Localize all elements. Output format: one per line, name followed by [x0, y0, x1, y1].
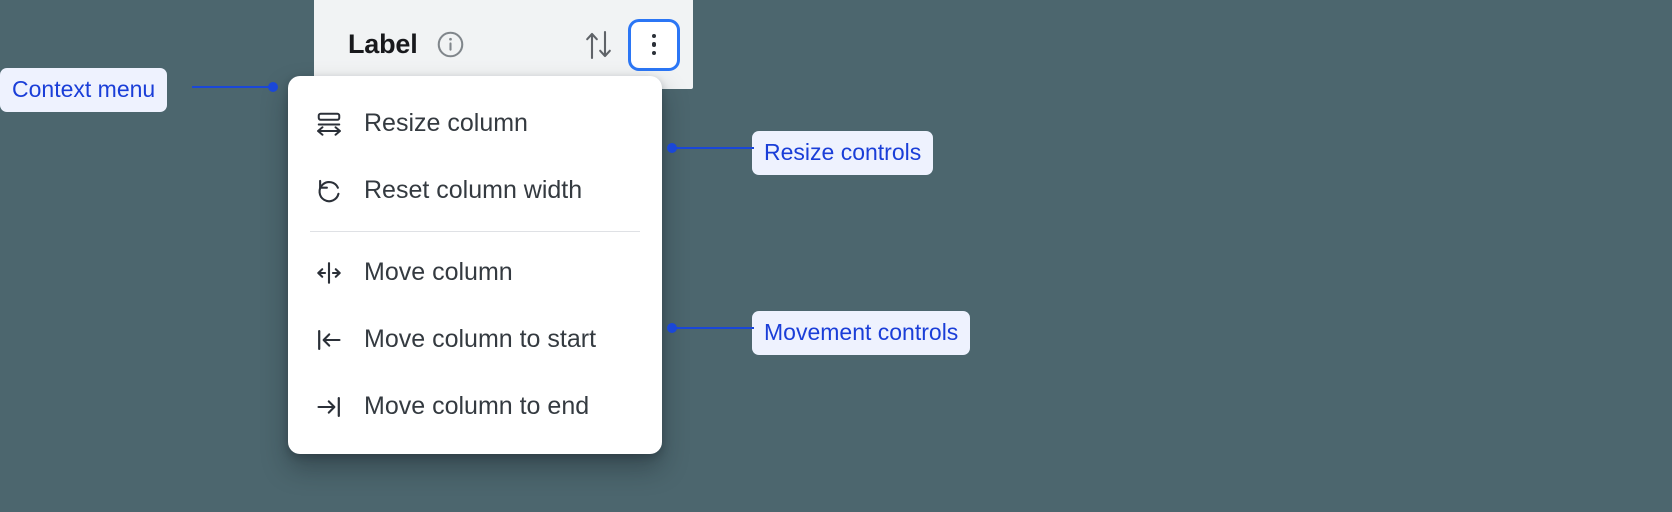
- info-circle-icon[interactable]: [435, 29, 466, 60]
- menu-item-reset-column-width[interactable]: Reset column width: [288, 157, 662, 224]
- column-header-panel: Label: [314, 0, 693, 89]
- annotation-leader-line: [672, 327, 754, 329]
- menu-item-label: Move column to start: [364, 325, 597, 353]
- move-column-icon: [314, 258, 344, 288]
- menu-item-label: Move column to end: [364, 392, 590, 420]
- kebab-menu-icon: [651, 33, 657, 56]
- annotation-context-menu: Context menu: [0, 68, 168, 112]
- menu-item-label: Move column: [364, 258, 513, 286]
- menu-item-label: Resize column: [364, 109, 528, 137]
- reset-width-icon: [314, 176, 344, 206]
- sort-up-down-icon[interactable]: [581, 25, 617, 65]
- menu-item-move-column[interactable]: Move column: [288, 239, 662, 306]
- menu-divider: [310, 231, 640, 232]
- move-to-end-icon: [314, 392, 344, 422]
- annotation-movement-controls: Movement controls: [752, 311, 971, 355]
- annotation-anchor-dot: [667, 143, 677, 153]
- menu-item-move-column-to-end[interactable]: Move column to end: [288, 373, 662, 440]
- context-menu: Resize column Reset column width Move co…: [288, 76, 662, 454]
- kebab-menu-button[interactable]: [631, 21, 677, 68]
- page-title: Label: [348, 29, 418, 59]
- move-to-start-icon: [314, 325, 344, 355]
- resize-column-icon: [314, 109, 344, 139]
- annotation-leader-line: [672, 147, 754, 149]
- menu-item-move-column-to-start[interactable]: Move column to start: [288, 306, 662, 373]
- annotation-anchor-dot: [268, 82, 278, 92]
- menu-item-label: Reset column width: [364, 176, 583, 204]
- annotation-leader-line: [192, 86, 270, 88]
- annotation-anchor-dot: [667, 323, 677, 333]
- annotation-resize-controls: Resize controls: [752, 131, 934, 175]
- menu-item-resize-column[interactable]: Resize column: [288, 90, 662, 157]
